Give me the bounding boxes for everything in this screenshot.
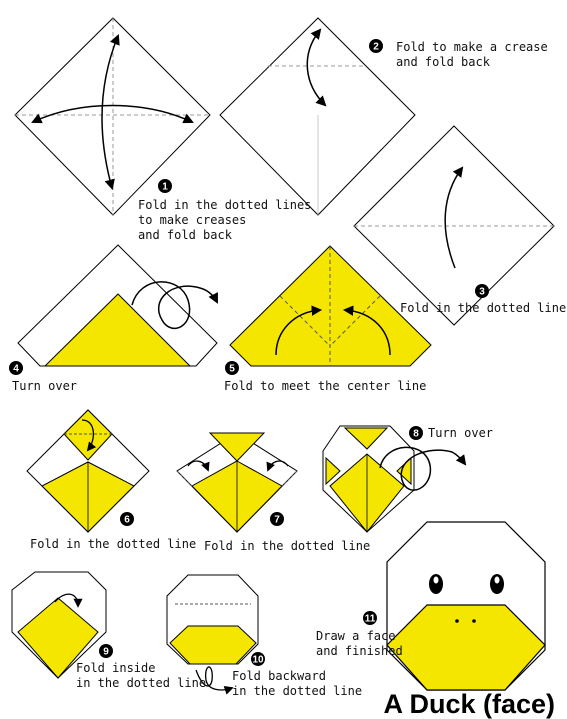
step-badge-11 — [363, 611, 377, 625]
step-8-instruction-line: Turn over — [428, 426, 493, 440]
step-3-instruction-line: Fold in the dotted line — [400, 301, 566, 315]
step-1-instruction-line: to make creases — [138, 213, 246, 227]
step-8-figure — [322, 425, 467, 533]
step-number-3: 3 — [479, 287, 485, 298]
step-2-figure — [219, 17, 416, 216]
step-11-figure — [386, 521, 546, 691]
step-number-9: 9 — [103, 647, 109, 658]
step-number-11: 11 — [365, 614, 376, 625]
step-number-6: 6 — [124, 515, 130, 526]
step-number-1: 1 — [162, 182, 168, 193]
step-badge-8 — [409, 426, 423, 440]
step-4-figure — [17, 244, 218, 367]
diagram-title: A Duck (face) — [383, 689, 555, 719]
step-2-instruction-line: Fold to make a crease — [396, 40, 548, 54]
step-9-instruction-line: Fold inside — [76, 661, 155, 675]
step-number-8: 8 — [413, 429, 419, 440]
step-badge-9 — [99, 644, 113, 658]
step-badge-10 — [251, 652, 265, 666]
step-10-instruction-line: in the dotted line — [232, 684, 362, 698]
step-number-10: 10 — [252, 655, 264, 666]
step-10-instruction-line: Fold backward — [232, 669, 326, 683]
step-badge-4 — [9, 361, 23, 375]
step-number-4: 4 — [13, 364, 19, 375]
step-badge-2 — [369, 39, 383, 53]
step-badge-7 — [270, 512, 284, 526]
step-10-figure — [166, 574, 259, 695]
step-badge-6 — [120, 512, 134, 526]
step-badge-1 — [158, 179, 172, 193]
step-6-figure — [26, 409, 150, 533]
step-7-figure — [176, 432, 298, 533]
step-1-figure — [14, 17, 211, 216]
step-number-2: 2 — [373, 42, 379, 53]
step-7-instruction-line: Fold in the dotted line — [204, 539, 370, 553]
step-9-instruction-line: in the dotted line — [76, 676, 206, 690]
step-11-instruction-line: and finished — [316, 644, 403, 658]
step-number-5: 5 — [229, 364, 235, 375]
step-2-instruction-line: and fold back — [396, 55, 491, 69]
step-11-instruction-line: Draw a face — [316, 629, 395, 643]
step-number-7: 7 — [274, 515, 280, 526]
step-3-figure — [353, 125, 555, 326]
step-5-instruction-line: Fold to meet the center line — [224, 379, 426, 393]
step-1-instruction-line: and fold back — [138, 228, 233, 242]
step-badge-3 — [475, 284, 489, 298]
step-4-instruction-line: Turn over — [12, 379, 77, 393]
step-1-instruction-line: Fold in the dotted lines — [138, 198, 311, 212]
step-6-instruction-line: Fold in the dotted line — [30, 537, 196, 551]
step-5-figure — [229, 245, 432, 367]
step-badge-5 — [225, 361, 239, 375]
step-9-figure — [11, 571, 107, 679]
